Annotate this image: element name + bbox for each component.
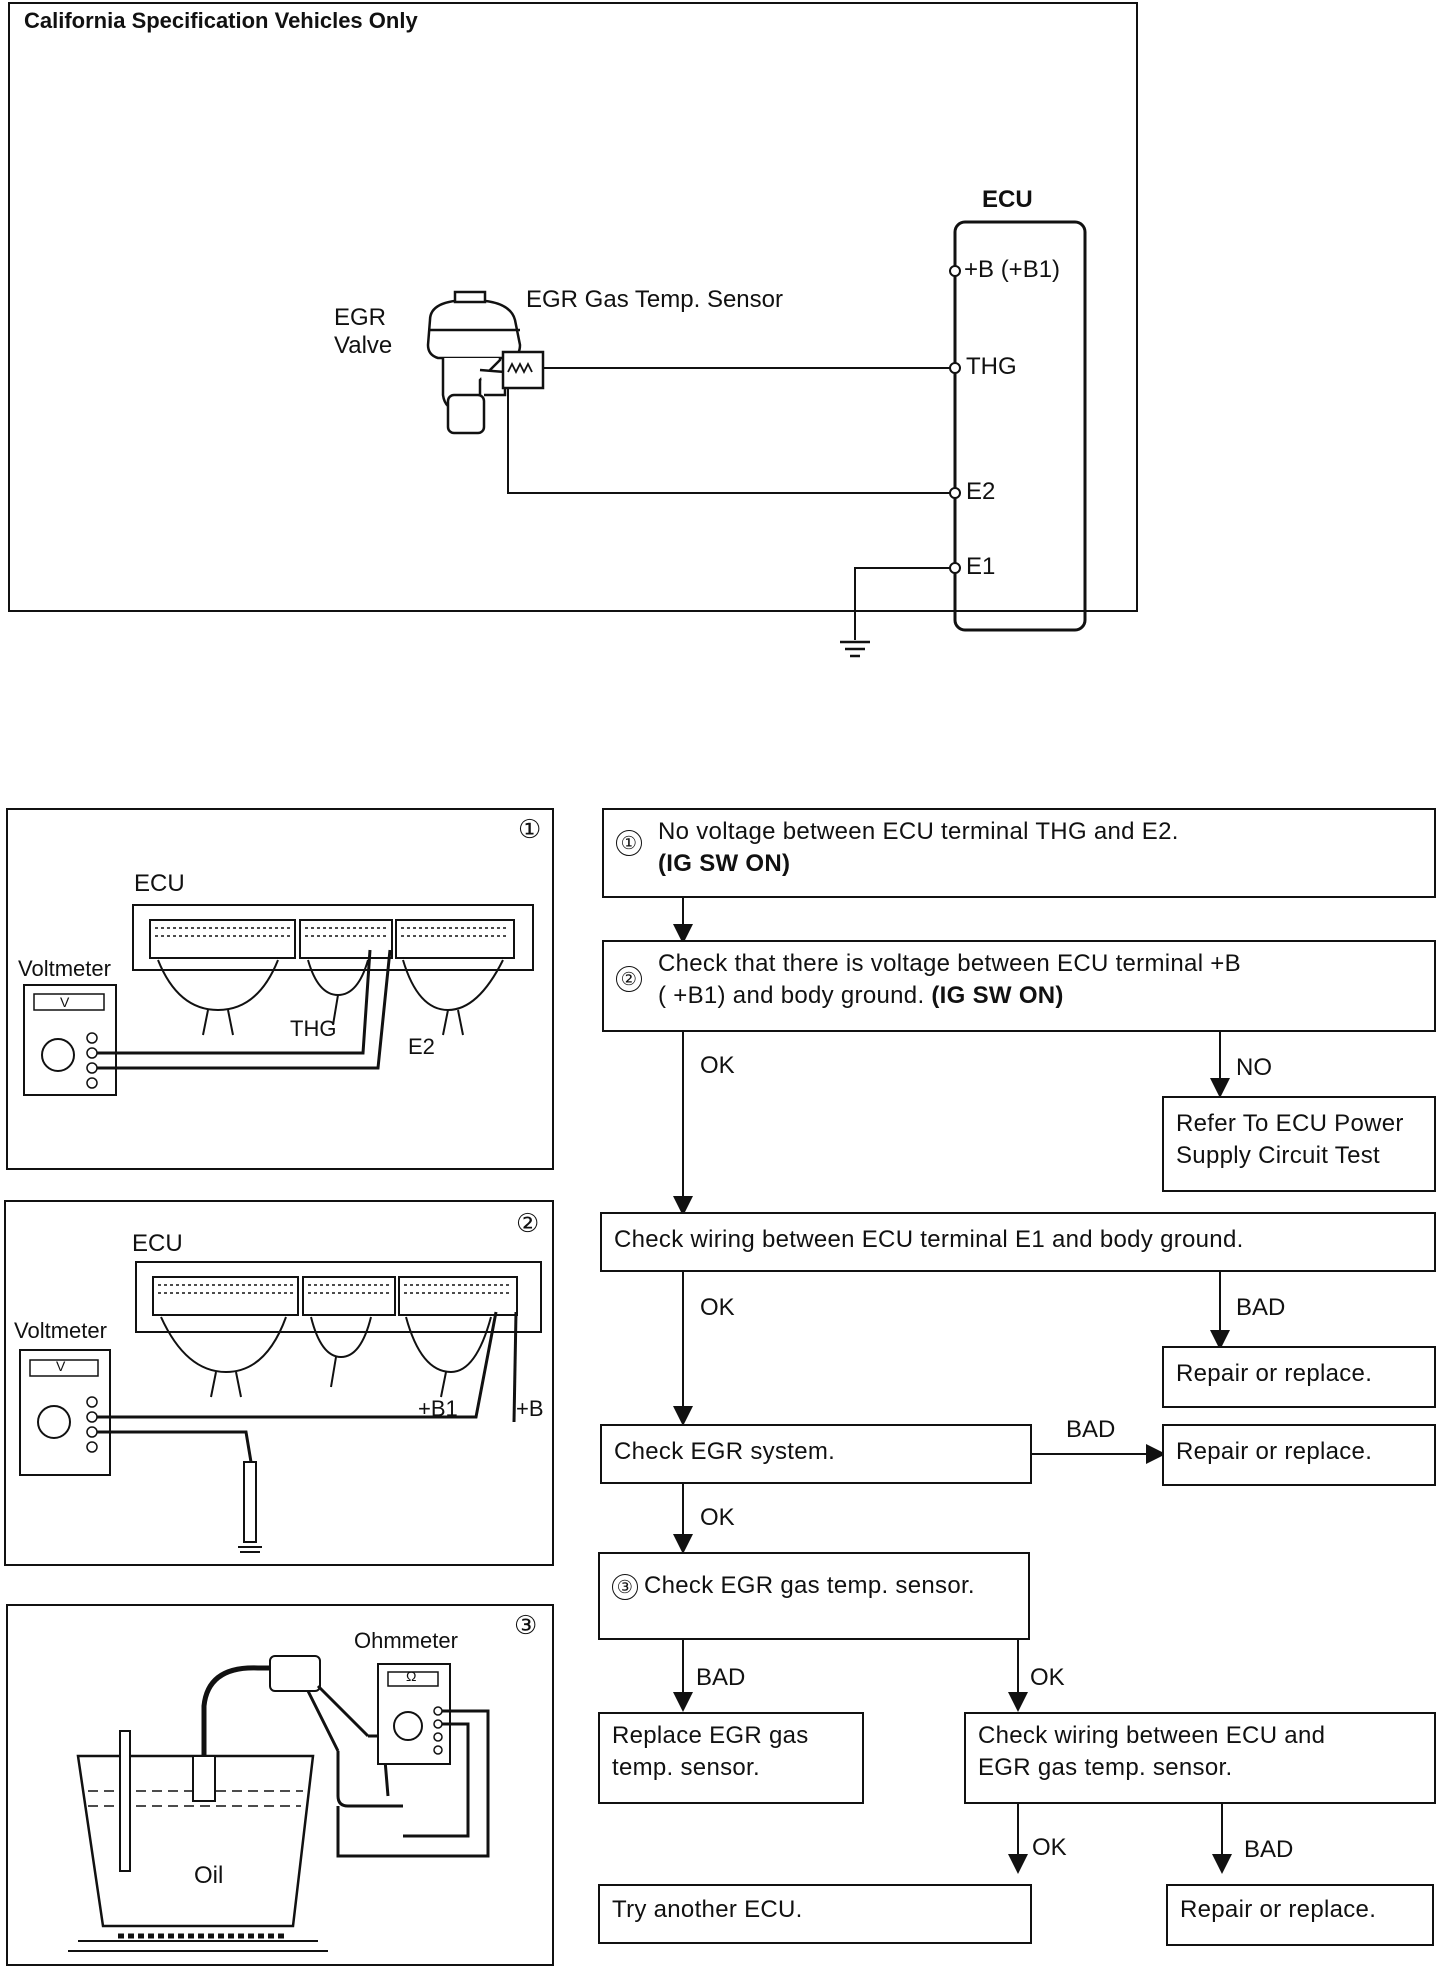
check-wiring-ok-label: OK — [1032, 1834, 1067, 1861]
check-egr-ok-label: OK — [700, 1504, 735, 1531]
egr-valve — [426, 290, 522, 435]
probe-b1-label: +B1 — [418, 1396, 458, 1421]
terminal-thg: THG — [966, 353, 1017, 380]
step2-line2-bold: (IG SW ON) — [931, 982, 1064, 1009]
ohmmeter-face-label: Ω — [406, 1668, 417, 1684]
step2-no-label: NO — [1236, 1054, 1272, 1081]
ecu-power-line2: Supply Circuit Test — [1176, 1142, 1381, 1169]
check-wiring-box: Check wiring between ECU and EGR gas tem… — [964, 1712, 1436, 1804]
sensor-label: EGR Gas Temp. Sensor — [526, 286, 783, 313]
illustration-3-number: ③ — [514, 1610, 538, 1640]
repair3-text: Repair or replace. — [1180, 1896, 1377, 1923]
illustration-2-meter: Voltmeter — [14, 1318, 107, 1343]
check-e1-bad-label: BAD — [1236, 1294, 1286, 1321]
panel-title: California Specification Vehicles Only — [24, 8, 418, 33]
illustration-2-ecu: ECU — [132, 1230, 183, 1257]
voltmeter-ecu-illustration-2 — [19, 1261, 542, 1553]
repair3-box: Repair or replace. — [1166, 1884, 1434, 1946]
voltmeter-face-label: V — [60, 994, 70, 1010]
check-e1-ok-label: OK — [700, 1294, 735, 1321]
check-egr-text: Check EGR system. — [614, 1438, 836, 1465]
step3-bad-label: BAD — [696, 1664, 746, 1691]
step1-number: ① — [616, 830, 642, 856]
step2-ok-label: OK — [700, 1052, 735, 1079]
repair1-box: Repair or replace. — [1162, 1346, 1436, 1408]
repair2-text: Repair or replace. — [1176, 1438, 1373, 1465]
illustration-2-panel — [4, 1200, 554, 1566]
ecu-power-line1: Refer To ECU Power — [1176, 1110, 1404, 1137]
illustration-3-panel — [6, 1604, 554, 1966]
step3-number: ③ — [612, 1573, 638, 1600]
step2-line1: Check that there is voltage between ECU … — [658, 950, 1241, 977]
step3-ok-label: OK — [1030, 1664, 1065, 1691]
try-ecu-box: Try another ECU. — [598, 1884, 1032, 1944]
check-wiring-line1: Check wiring between ECU and — [978, 1722, 1326, 1749]
ecu-label-top: ECU — [982, 186, 1033, 213]
step1-line1: No voltage between ECU terminal THG and … — [658, 818, 1179, 845]
step3-text: Check EGR gas temp. sensor. — [644, 1572, 975, 1599]
step1-box: ① No voltage between ECU terminal THG an… — [602, 808, 1436, 898]
egr-valve-label-1: EGR — [334, 304, 387, 331]
probe-b-label: +B — [516, 1396, 544, 1421]
probe-e2-label: E2 — [408, 1034, 435, 1059]
voltmeter-2-face-label: V — [56, 1358, 66, 1374]
repair1-text: Repair or replace. — [1176, 1360, 1373, 1387]
illustration-1-number: ① — [518, 814, 542, 844]
check-wiring-bad-label: BAD — [1244, 1836, 1294, 1863]
illustration-3-meter: Ohmmeter — [354, 1628, 458, 1653]
terminal-e2: E2 — [966, 478, 996, 505]
illustration-1-panel — [6, 808, 554, 1170]
probe-thg-label: THG — [290, 1016, 337, 1041]
check-egr-box: Check EGR system. — [600, 1424, 1032, 1484]
ecu-power-box: Refer To ECU Power Supply Circuit Test — [1162, 1096, 1436, 1192]
illustration-1-ecu: ECU — [134, 870, 185, 897]
egr-gas-temp-sensor — [501, 350, 545, 390]
check-e1-text: Check wiring between ECU terminal E1 and… — [614, 1226, 1244, 1253]
illustration-2-number: ② — [516, 1208, 540, 1238]
step2-box: ② Check that there is voltage between EC… — [602, 940, 1436, 1032]
step2-number: ② — [616, 966, 642, 992]
try-ecu-text: Try another ECU. — [612, 1896, 803, 1923]
egr-valve-label-2: Valve — [334, 332, 393, 359]
step1-line2: (IG SW ON) — [658, 850, 791, 877]
check-wiring-line2: EGR gas temp. sensor. — [978, 1754, 1233, 1781]
voltmeter-ecu-illustration-1 — [23, 904, 534, 1096]
oil-label: Oil — [194, 1862, 224, 1889]
ecu-box — [953, 220, 1087, 632]
circuit-diagram-panel — [8, 2, 1138, 612]
terminal-e1: E1 — [966, 553, 996, 580]
repair2-box: Repair or replace. — [1162, 1424, 1436, 1486]
check-e1-box: Check wiring between ECU terminal E1 and… — [600, 1212, 1436, 1272]
replace-sensor-line1: Replace EGR gas — [612, 1722, 809, 1749]
ohmmeter-oil-bath-illustration — [68, 1655, 490, 1952]
check-egr-bad-label: BAD — [1066, 1416, 1116, 1443]
circuit-wiring — [426, 220, 1087, 658]
terminal-b: +B (+B1) — [964, 256, 1061, 283]
step2-line2: ( +B1) and body ground. — [658, 982, 932, 1009]
replace-sensor-box: Replace EGR gas temp. sensor. — [598, 1712, 864, 1804]
replace-sensor-line2: temp. sensor. — [612, 1754, 760, 1781]
illustration-1-meter: Voltmeter — [18, 956, 111, 981]
